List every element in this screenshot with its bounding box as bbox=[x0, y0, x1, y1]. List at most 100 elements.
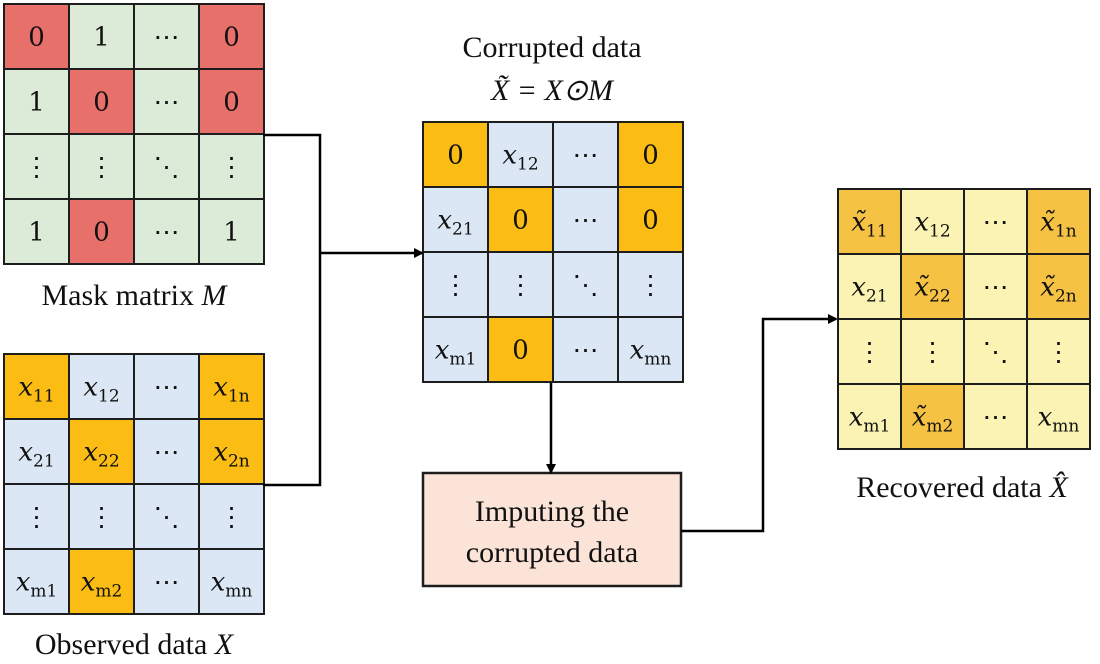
mask-matrix-cell-label: 0 bbox=[223, 88, 240, 118]
mask-matrix-cell bbox=[68, 198, 135, 265]
observed-data-cell-label: ⋯ bbox=[154, 438, 180, 468]
observed-data-caption: Observed data X bbox=[35, 628, 235, 661]
corrupted-data-title: Corrupted data bbox=[462, 31, 641, 64]
observed-data-cell-label: xm1 bbox=[16, 568, 58, 602]
corrupted-data-cell-label: x12 bbox=[502, 141, 538, 175]
observed-data-cell bbox=[3, 483, 70, 550]
recovered-data-cell-label: x̃1n bbox=[1040, 208, 1076, 242]
mask-matrix-cell-label: 0 bbox=[223, 23, 240, 53]
mask-matrix-cell bbox=[68, 68, 135, 135]
corrupted-data-cell bbox=[617, 186, 684, 253]
impute-box-line1: Imputing the bbox=[475, 495, 629, 528]
arrow-to-recovered bbox=[681, 314, 838, 533]
recovered-data-cell bbox=[900, 188, 965, 255]
observed-caption-var: X bbox=[214, 628, 235, 661]
recovered-data-cell bbox=[1026, 383, 1091, 450]
recovered-caption-var: X̂ bbox=[1048, 471, 1069, 504]
mask-matrix-cell-label: ⋯ bbox=[154, 23, 180, 53]
mask-matrix-cell-label: 0 bbox=[28, 23, 45, 53]
observed-data-cell bbox=[198, 353, 265, 420]
mask-matrix-cell bbox=[3, 3, 70, 70]
mask-matrix-cell bbox=[198, 198, 265, 265]
recovered-data-cell-label: ⋮ bbox=[857, 338, 883, 368]
observed-data-cell bbox=[133, 483, 200, 550]
corrupted-data-cell-label: ⋯ bbox=[573, 206, 599, 236]
recovered-caption-text: Recovered data bbox=[856, 471, 1049, 504]
observed-data-cell bbox=[198, 418, 265, 485]
recovered-data-cell bbox=[837, 383, 902, 450]
recovered-data-cell-label: x̃2n bbox=[1040, 273, 1076, 307]
recovered-data-cell-label: ⋯ bbox=[983, 403, 1009, 433]
corrupted-data-cell bbox=[552, 316, 619, 383]
recovered-data-cell bbox=[837, 318, 902, 385]
mask-matrix-cell-label: 0 bbox=[93, 218, 110, 248]
observed-data-cell bbox=[198, 483, 265, 550]
mask-matrix-cell-label: ⋯ bbox=[154, 88, 180, 118]
observed-data-cell-label: x11 bbox=[18, 373, 54, 407]
observed-data-cell bbox=[198, 548, 265, 615]
recovered-data-cell bbox=[1026, 318, 1091, 385]
mask-matrix-cell bbox=[198, 68, 265, 135]
recovered-data-caption: Recovered data X̂ bbox=[856, 471, 1069, 504]
corrupted-data-cell-label: 0 bbox=[447, 141, 464, 171]
mask-matrix-cell-label: ⋮ bbox=[219, 153, 245, 183]
observed-data-cell bbox=[3, 548, 70, 615]
recovered-data-cell bbox=[1026, 253, 1091, 320]
observed-data-cell-label: ⋯ bbox=[154, 373, 180, 403]
mask-caption-var: M bbox=[200, 279, 228, 312]
observed-data-cell-label: x21 bbox=[18, 438, 54, 472]
corrupted-data-cell-label: xm1 bbox=[435, 336, 477, 370]
observed-data-cell bbox=[133, 418, 200, 485]
observed-data-cell-label: ⋱ bbox=[154, 503, 180, 533]
corrupted-data-formula: X̃ = X⊙M bbox=[490, 74, 615, 107]
recovered-data-cell-label: x̃22 bbox=[914, 273, 950, 307]
recovered-data-cell bbox=[837, 253, 902, 320]
recovered-data-cell-label: ⋯ bbox=[983, 273, 1009, 303]
mask-matrix-cell-label: ⋮ bbox=[24, 153, 50, 183]
mask-matrix-cell bbox=[68, 3, 135, 70]
recovered-data-cell bbox=[1026, 188, 1091, 255]
observed-data-cell bbox=[133, 548, 200, 615]
mask-caption-text: Mask matrix bbox=[42, 279, 202, 312]
recovered-data-cell-label: ⋯ bbox=[983, 208, 1009, 238]
recovered-data-cell-label: xmn bbox=[1038, 403, 1080, 437]
recovered-data-cell-label: ⋱ bbox=[983, 338, 1009, 368]
corrupted-data-cell bbox=[617, 121, 684, 188]
mask-matrix-cell-label: 0 bbox=[93, 88, 110, 118]
corrupted-data-cell-label: xmn bbox=[630, 336, 672, 370]
recovered-data-cell-label: x21 bbox=[851, 273, 887, 307]
observed-caption-text: Observed data bbox=[35, 628, 215, 661]
mask-matrix-cell-label: ⋱ bbox=[154, 153, 180, 183]
corrupted-data-cell-label: 0 bbox=[642, 141, 659, 171]
mask-matrix-caption: Mask matrix M bbox=[42, 279, 229, 312]
corrupted-data-cell-label: ⋱ bbox=[573, 271, 599, 301]
observed-data-cell bbox=[3, 353, 70, 420]
mask-matrix-cell bbox=[198, 3, 265, 70]
observed-data-cell-label: ⋮ bbox=[89, 503, 115, 533]
corrupted-data-cell bbox=[422, 316, 489, 383]
recovered-data-cell bbox=[963, 383, 1028, 450]
observed-data-cell-label: ⋯ bbox=[154, 568, 180, 598]
mask-matrix-cell-label: ⋯ bbox=[154, 218, 180, 248]
corrupted-data-cell-label: 0 bbox=[642, 206, 659, 236]
corrupted-data-cell bbox=[487, 316, 554, 383]
observed-data-cell-label: ⋮ bbox=[24, 503, 50, 533]
observed-data-cell-label: x12 bbox=[83, 373, 119, 407]
corrupted-data-cell-label: ⋯ bbox=[573, 141, 599, 171]
recovered-data-cell-label: ⋮ bbox=[920, 338, 946, 368]
mask-matrix-cell bbox=[68, 133, 135, 200]
corrupted-data-cell-label: 0 bbox=[512, 336, 529, 366]
mask-matrix-cell bbox=[3, 198, 70, 265]
recovered-data-cell-label: x̃m2 bbox=[912, 403, 954, 437]
recovered-data-cell-label: x̃11 bbox=[851, 208, 887, 242]
corrupted-data-cell bbox=[487, 251, 554, 318]
observed-data-cell-label: x2n bbox=[213, 438, 249, 472]
recovered-data-cell-label: xm1 bbox=[849, 403, 891, 437]
corrupted-data-cell-label: ⋮ bbox=[638, 271, 664, 301]
corrupted-data-cell-label: 0 bbox=[512, 206, 529, 236]
